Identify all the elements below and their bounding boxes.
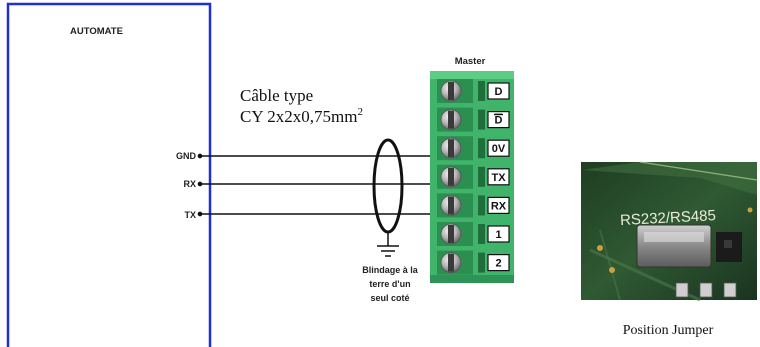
jumper-photo: RS232/RS485 [581, 161, 758, 302]
terminal-label: 2 [495, 258, 501, 270]
photo-caption: Position Jumper [623, 323, 714, 338]
wire-end-rx [197, 181, 203, 187]
terminal-label-box [487, 82, 510, 100]
terminal-label: 1 [495, 229, 501, 241]
cable-type-superscript: 2 [357, 106, 363, 118]
pin-label-rx: RX [183, 179, 196, 189]
jumper-block [636, 224, 712, 268]
terminal-block: D D 0V TX RX 1 2 [430, 71, 514, 283]
terminal-wire-opening [478, 224, 485, 244]
wire-end-tx [197, 211, 203, 217]
terminal-screw-slot [448, 110, 454, 129]
connector-title: Master [455, 56, 486, 67]
terminal-wire-opening [478, 252, 485, 273]
terminal-screw-slot [448, 167, 454, 186]
terminal-label: D [495, 115, 503, 127]
terminal-3: 0V [437, 136, 510, 161]
terminal-wire-opening [478, 195, 485, 216]
terminal-screw-slot [448, 253, 454, 272]
terminal-label-box [487, 139, 510, 157]
shield-ellipse [372, 138, 404, 234]
terminal-screw-slot [448, 225, 454, 243]
shield-note-line3: seul coté [370, 293, 409, 303]
terminal-label-box [487, 254, 510, 272]
automate-title: AUTOMATE [70, 26, 123, 37]
terminal-2: D [437, 107, 510, 132]
pcb-silkscreen-label: RS232/RS485 [620, 207, 717, 229]
terminal-screw-slot [448, 196, 454, 215]
terminal-1: D [437, 79, 510, 103]
terminal-label-box [487, 196, 510, 214]
terminal-7: 2 [437, 250, 510, 275]
terminal-wire-opening [478, 138, 485, 159]
terminal-label-box [487, 168, 510, 186]
terminal-5: RX [437, 193, 510, 218]
terminal-label: RX [491, 200, 507, 212]
automate-box [6, 2, 212, 347]
terminal-label: TX [491, 172, 506, 184]
terminal-label-box [487, 225, 510, 243]
cable-type-line2: CY 2x2x0,75mm2 [240, 106, 363, 126]
terminal-label: 0V [492, 143, 506, 155]
cable-type-line1: Câble type [240, 86, 313, 105]
wires [197, 153, 456, 217]
terminal-wire-opening [478, 81, 485, 101]
ground-symbol-icon [377, 232, 399, 257]
terminal-screw-slot [448, 82, 454, 100]
terminal-screw-slot [448, 139, 454, 158]
shield-note-line2: terre d'un [369, 279, 410, 289]
terminal-6: 1 [437, 222, 510, 246]
terminal-wire-opening [478, 109, 485, 130]
terminal-wire-opening [478, 166, 485, 187]
terminal-label-box [487, 110, 510, 129]
pin-label-gnd: GND [176, 151, 197, 161]
shield-note-line1: Blindage à la [362, 265, 419, 275]
terminal-4: TX [437, 164, 510, 189]
pin-label-tx: TX [184, 210, 196, 220]
wire-end-gnd [197, 153, 203, 159]
terminal-label: D [495, 86, 503, 98]
